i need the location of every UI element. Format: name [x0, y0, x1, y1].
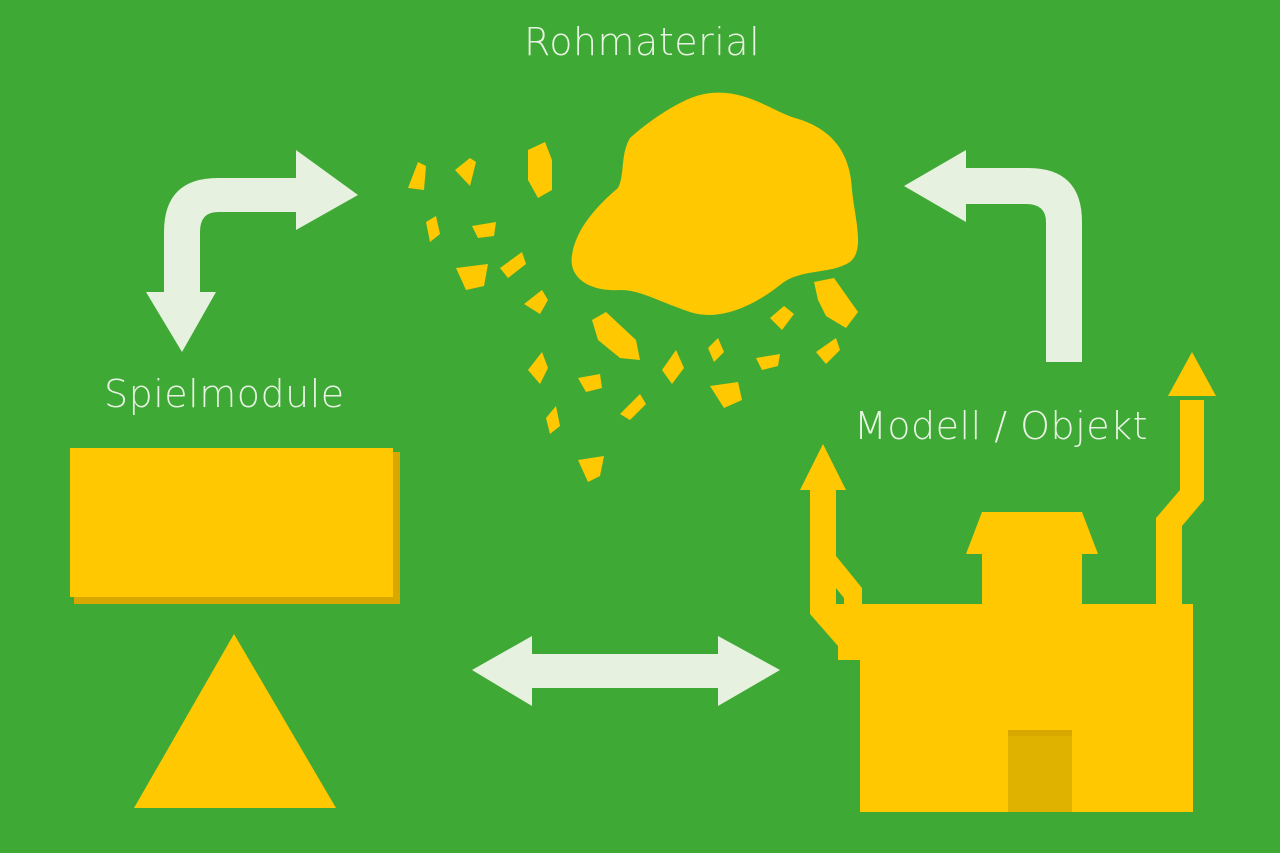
raw-material-blob: [571, 92, 859, 315]
label-game-modules: Spielmodule: [104, 372, 345, 416]
label-raw-material: Rohmaterial: [524, 20, 761, 64]
house-door: [1008, 730, 1072, 812]
label-model-object: Modell / Objekt: [854, 404, 1148, 448]
house-roof-cap: [966, 512, 1098, 554]
right-pipe-arrowhead: [1168, 352, 1216, 396]
house-door-frame: [1008, 730, 1072, 736]
double-arrow: [472, 636, 780, 706]
loop-arrow-right: [904, 150, 1082, 362]
right-pipe: [1156, 400, 1204, 604]
house-chimney: [982, 552, 1082, 606]
module-rectangle: [70, 448, 393, 597]
left-pipe-arrowhead: [800, 444, 846, 490]
model-house: [800, 352, 1216, 812]
module-triangle: [134, 634, 336, 808]
left-pipe-bend: [810, 538, 862, 620]
left-pipe-stem: [810, 488, 836, 548]
raw-material-chips: [408, 142, 858, 482]
loop-arrow-left: [146, 150, 358, 352]
